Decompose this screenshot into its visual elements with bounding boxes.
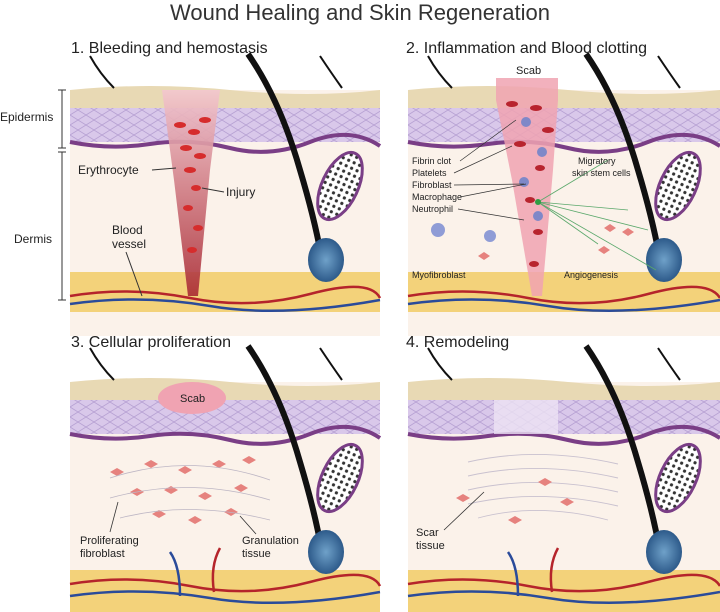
myofibroblast-label: Myofibroblast	[412, 270, 466, 280]
panel-4: Scar tissue	[407, 344, 720, 612]
panel-3: Scab Proliferating fibroblast Granulatio…	[69, 344, 382, 612]
panel-1-title: 1. Bleeding and hemostasis	[71, 40, 268, 57]
panel-1: Erythrocyte Injury Blood vessel	[69, 52, 382, 336]
neutrophil-label: Neutrophil	[412, 204, 453, 214]
dermis-label: Dermis	[14, 232, 52, 246]
angiogenesis-label: Angiogenesis	[564, 270, 619, 280]
scar-label-1: Scar	[416, 527, 439, 539]
fibroblast-label: Fibroblast	[412, 180, 452, 190]
layer-axis: Epidermis Dermis	[0, 89, 66, 301]
panel-4-title: 4. Remodeling	[406, 334, 510, 351]
scab-label-2: Scab	[516, 65, 541, 77]
scab-label-3: Scab	[180, 393, 205, 405]
injury-label: Injury	[226, 185, 255, 199]
platelets-label: Platelets	[412, 168, 447, 178]
erythrocyte-label: Erythrocyte	[78, 163, 139, 177]
macrophage-label: Macrophage	[412, 192, 462, 202]
epidermis-label: Epidermis	[0, 110, 53, 124]
figure-title: Wound Healing and Skin Regeneration	[170, 0, 550, 25]
panel-2-title: 2. Inflammation and Blood clotting	[406, 40, 648, 57]
migratory-label-2: skin stem cells	[572, 168, 631, 178]
migratory-label-1: Migratory	[578, 156, 616, 166]
panel-2: Scab Fibrin clot Platelets Fibroblast Ma…	[407, 52, 720, 336]
blood-vessel-label-1: Blood	[112, 223, 143, 237]
proliferating-label-1: Proliferating	[80, 535, 139, 547]
proliferating-label-2: fibroblast	[80, 548, 125, 560]
granulation-label-1: Granulation	[242, 535, 299, 547]
scar-label-2: tissue	[416, 540, 445, 552]
fibrin-clot-label: Fibrin clot	[412, 156, 452, 166]
panel-3-title: 3. Cellular proliferation	[71, 334, 232, 351]
blood-vessel-label-2: vessel	[112, 237, 146, 251]
granulation-label-2: tissue	[242, 548, 271, 560]
